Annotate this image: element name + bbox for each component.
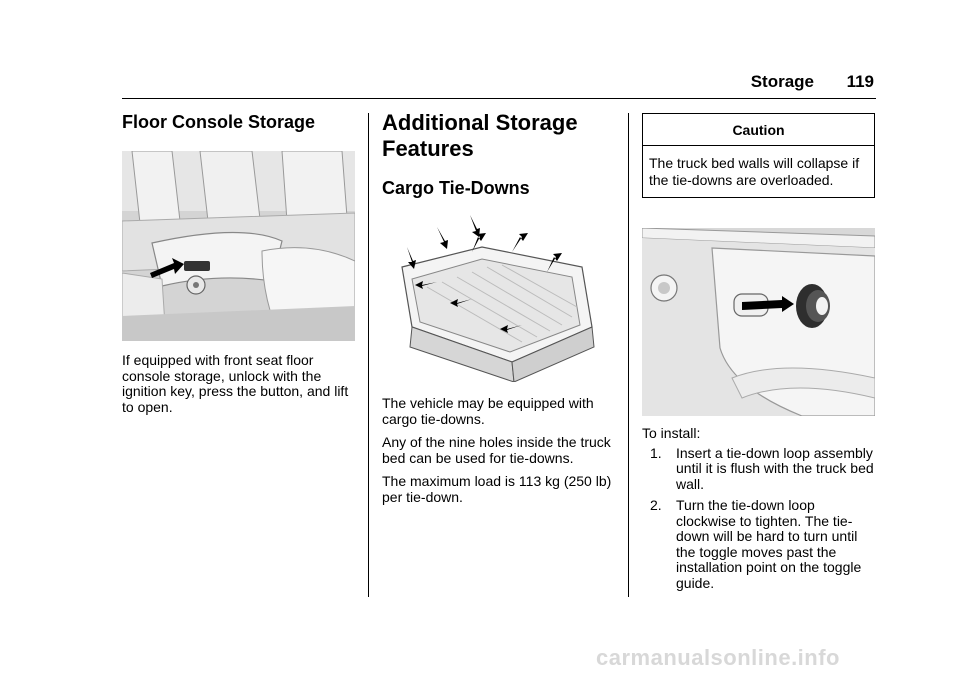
cargo-paragraph-1: The vehicle may be equipped with cargo t… [382,395,594,427]
heading-floor-console-storage: Floor Console Storage [122,112,316,132]
tie-down-illustration [642,228,875,416]
truck-bed-illustration [401,215,595,382]
section-title: Storage [750,72,814,91]
install-step-1: 1. Insert a tie-down loop assembly until… [650,444,875,493]
step-number: 1. [650,444,662,461]
caution-title: Caution [643,114,874,146]
install-intro: To install: [642,425,701,441]
install-steps: 1. Insert a tie-down loop assembly until… [642,444,875,592]
column-divider-right [628,113,629,597]
cargo-paragraph-2: Any of the nine holes inside the truck b… [382,434,611,466]
heading-additional-storage-features: Additional Storage Features [382,110,578,161]
page-header: Storage 119 [122,70,876,100]
install-step-2: 2. Turn the tie-down loop clockwise to t… [650,497,875,591]
column-divider-left [368,113,369,597]
step-text: Turn the tie-down loop clockwise to tigh… [676,497,862,591]
floor-console-illustration [122,151,355,341]
floor-console-paragraph: If equipped with front seat floor consol… [122,352,349,415]
column-additional-storage: Additional Storage Features Cargo Tie-Do… [382,110,612,505]
caution-box: Caution The truck bed walls will collaps… [642,113,875,198]
column-caution-install: Caution The truck bed walls will collaps… [642,110,875,597]
page-number: 119 [846,72,874,91]
cargo-paragraph-3: The maximum load is 113 kg (250 lb) per … [382,473,612,505]
heading-cargo-tie-downs: Cargo Tie-Downs [382,178,530,198]
caution-text: The truck bed walls will collapse if the… [649,155,860,188]
column-floor-console: Floor Console Storage If equipped with f… [122,110,355,415]
header-rule [122,98,876,99]
step-text: Insert a tie-down loop assembly until it… [676,444,874,492]
step-number: 2. [650,497,662,513]
watermark: carmanualsonline.info [596,645,840,670]
